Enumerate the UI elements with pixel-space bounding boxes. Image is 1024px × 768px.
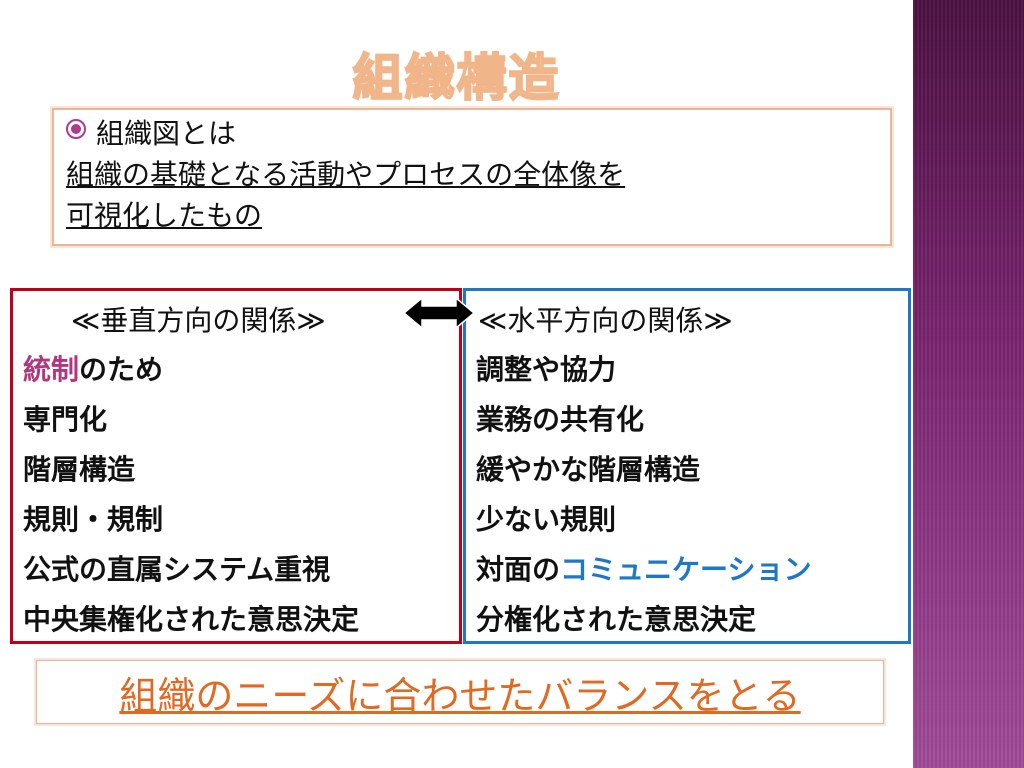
double-arrow-icon (402, 296, 476, 330)
horizontal-item-4: 少ない規則 (476, 503, 617, 536)
conclusion-text: 組織のニーズに合わせたバランスをとる (119, 673, 801, 718)
horizontal-item-6: 分権化された意思決定 (476, 603, 757, 636)
definition-text-line1: 組織の基礎となる活動やプロセスの全体像を (66, 158, 626, 191)
radio-bullet-icon (66, 119, 86, 139)
slide-title: 組織構造 (352, 48, 561, 108)
horizontal-item-1: 調整や協力 (476, 353, 617, 386)
horizontal-item-5: 対面のコミュニケーション (476, 548, 811, 588)
horizontal-relation-box: ≪水平方向の関係≫ 調整や協力 業務の共有化 緩やかな階層構造 少ない規則 対面… (463, 288, 911, 644)
vertical-item-4: 規則・規制 (23, 503, 164, 536)
vertical-item-6: 中央集権化された意思決定 (23, 603, 360, 636)
vertical-item-5: 公式の直属システム重視 (23, 553, 331, 586)
vertical-item-2: 専門化 (23, 403, 108, 436)
conclusion-box: 組織のニーズに合わせたバランスをとる (36, 660, 884, 724)
vertical-heading: ≪垂直方向の関係≫ (71, 304, 326, 337)
horizontal-item-3: 緩やかな階層構造 (476, 453, 701, 486)
vertical-relation-box: ≪垂直方向の関係≫ 統制のため 専門化 階層構造 規則・規制 公式の直属システム… (10, 288, 462, 644)
vertical-item-1: 統制のため (23, 348, 163, 388)
horizontal-heading: ≪水平方向の関係≫ (478, 304, 733, 337)
decorative-side-band (913, 0, 1024, 768)
definition-box: 組織図とは 組織の基礎となる活動やプロセスの全体像を 可視化したもの (52, 108, 892, 246)
horizontal-item-5-highlight: コミュニケーション (560, 553, 812, 586)
horizontal-item-5-prefix: 対面の (476, 553, 561, 586)
definition-heading-text: 組織図とは (96, 117, 237, 150)
vertical-item-1-rest: のため (79, 353, 164, 386)
vertical-item-1-highlight: 統制 (23, 353, 80, 386)
horizontal-item-2: 業務の共有化 (476, 403, 645, 436)
vertical-item-3: 階層構造 (23, 453, 136, 486)
definition-heading: 組織図とは (66, 112, 236, 152)
definition-text-line2: 可視化したもの (66, 199, 263, 232)
